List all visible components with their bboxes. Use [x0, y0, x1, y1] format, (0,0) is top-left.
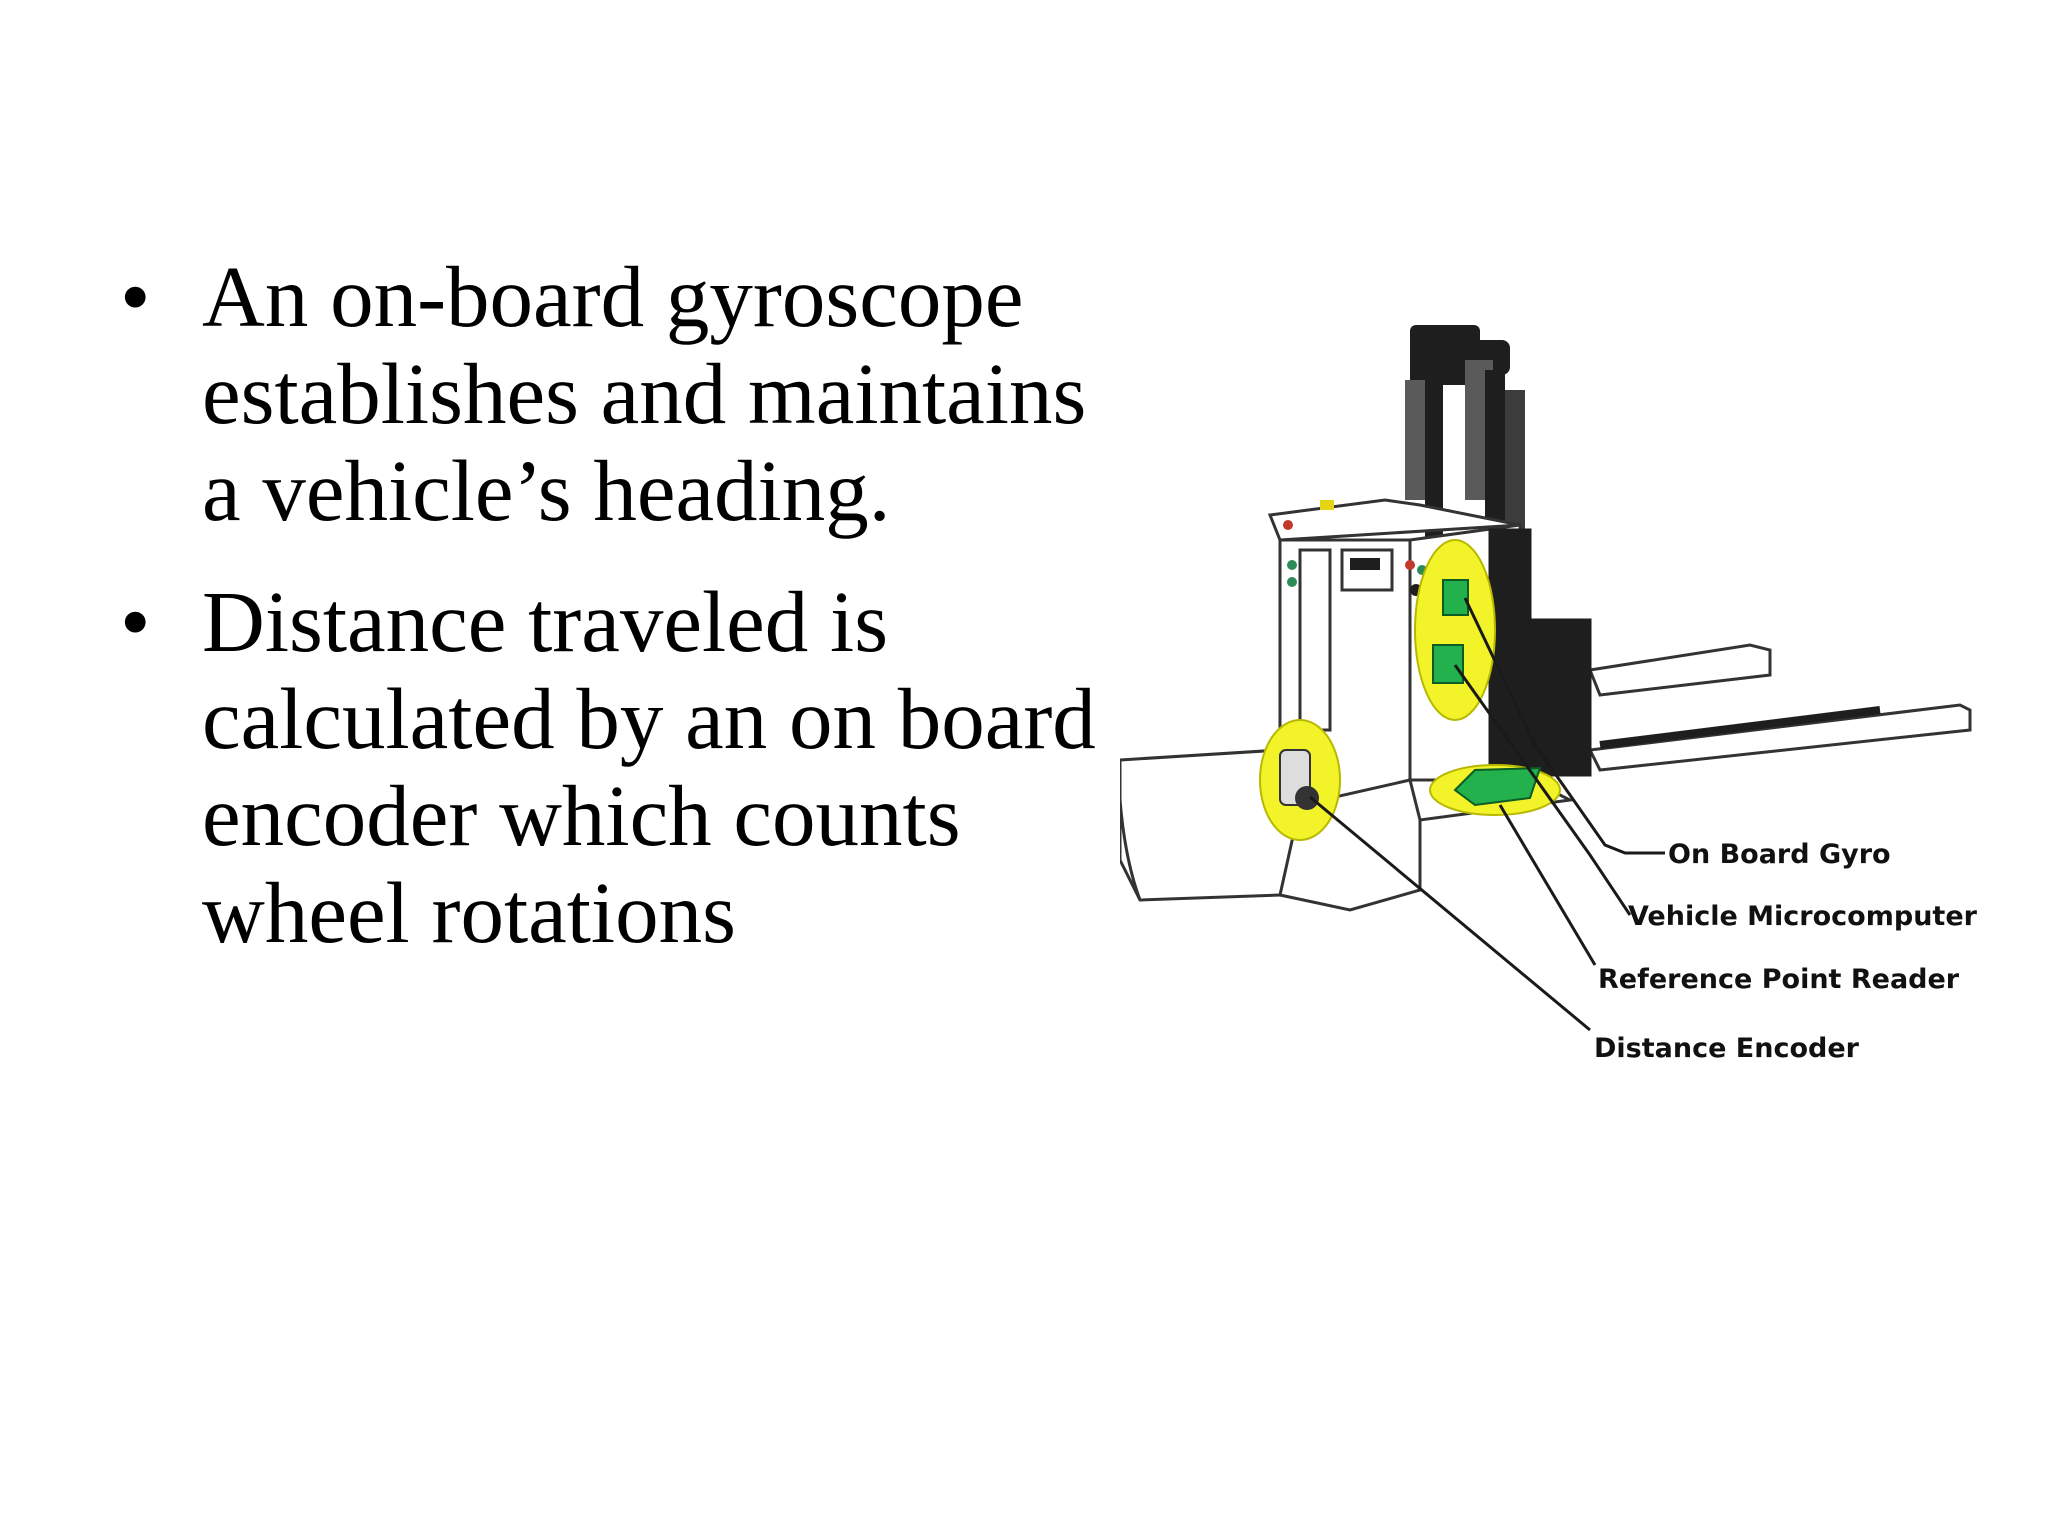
- control-panel-lights: [1283, 500, 1427, 596]
- bullet-dot: •: [120, 573, 151, 670]
- bullet-text-distance: Distance traveled is calculated by an on…: [202, 573, 1096, 961]
- bullet-item-gyroscope: • An on-board gyroscope establishes and …: [120, 248, 1120, 539]
- label-distance-encoder: Distance Encoder: [1594, 1033, 1860, 1064]
- microcomputer-component: [1432, 644, 1464, 684]
- bullet-list: • An on-board gyroscope establishes and …: [120, 248, 1120, 995]
- bullet-item-distance: • Distance traveled is calculated by an …: [120, 573, 1120, 961]
- agv-vehicle-diagram: On Board Gyro Vehicle Microcomputer Refe…: [1120, 325, 1978, 1064]
- highlighted-components: [1259, 539, 1561, 841]
- vehicle-body: [1120, 498, 1576, 912]
- bullet-dot: •: [120, 248, 151, 345]
- reader-component: [1453, 766, 1542, 807]
- vehicle-forks: [1528, 618, 1972, 777]
- gyro-component: [1442, 579, 1469, 616]
- bullet-text-gyroscope: An on-board gyroscope establishes and ma…: [202, 248, 1087, 539]
- label-reference-point-reader: Reference Point Reader: [1598, 964, 1960, 995]
- label-vehicle-microcomputer: Vehicle Microcomputer: [1628, 901, 1978, 932]
- label-on-board-gyro: On Board Gyro: [1668, 839, 1891, 870]
- leader-lines: [1309, 597, 1665, 1032]
